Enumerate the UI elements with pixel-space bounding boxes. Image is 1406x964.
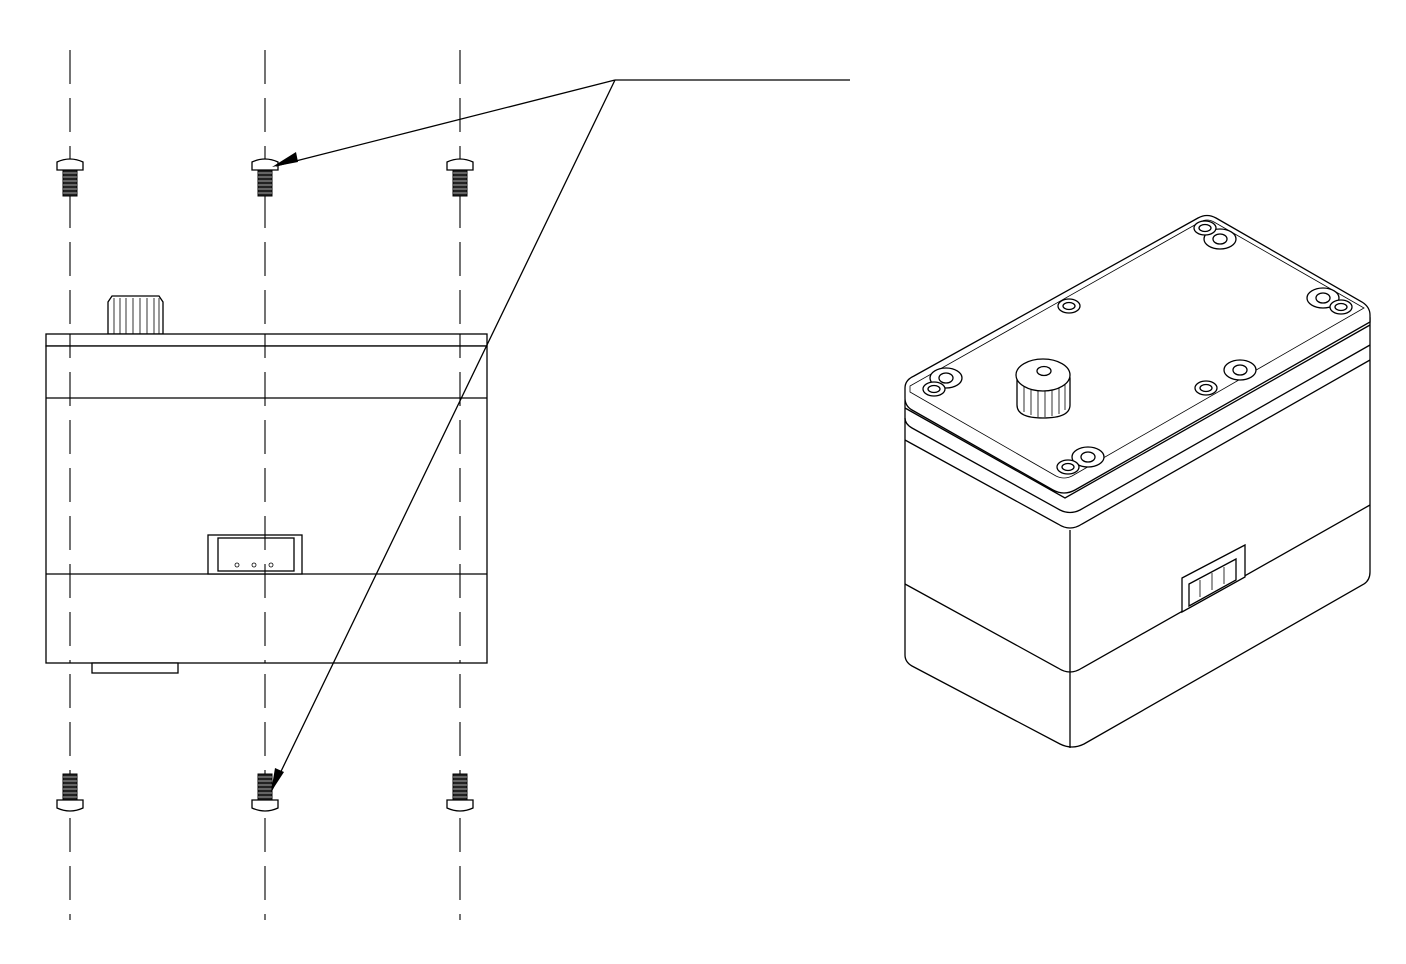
callout-leader <box>271 79 850 792</box>
screw-bottom-1 <box>56 773 84 812</box>
threaded-hole <box>1056 459 1080 475</box>
top-screws <box>56 158 474 197</box>
threaded-hole <box>1057 298 1081 314</box>
arrowhead-top <box>272 152 298 167</box>
arrowhead-bottom <box>271 768 284 792</box>
knurled-knob-iso <box>1015 358 1071 419</box>
screw-top-2 <box>251 158 279 197</box>
front-view-housing <box>45 295 488 674</box>
threaded-hole <box>1193 220 1217 236</box>
screw-bottom-2 <box>251 773 279 812</box>
connector-front <box>207 534 303 575</box>
bottom-foot <box>91 662 179 674</box>
isometric-view-housing <box>904 214 1371 748</box>
leader-line-bottom <box>271 79 616 791</box>
socket-head-screw <box>1071 446 1105 468</box>
body-front <box>45 345 488 664</box>
threaded-hole <box>1329 299 1353 315</box>
threaded-hole <box>922 381 946 397</box>
screw-top-3 <box>446 158 474 197</box>
socket-head-screw <box>1223 359 1257 381</box>
top-plate-iso <box>904 214 1371 494</box>
screw-bottom-3 <box>446 773 474 812</box>
knurled-knob-front <box>107 295 164 335</box>
connector-iso <box>1181 543 1246 614</box>
top-plate-front <box>45 333 488 347</box>
mounting-holes <box>922 220 1353 475</box>
socket-head-screw <box>1306 287 1340 309</box>
threaded-hole <box>1194 380 1218 396</box>
bottom-screws <box>56 773 474 812</box>
screw-top-1 <box>56 158 84 197</box>
leader-line-top <box>275 79 616 167</box>
